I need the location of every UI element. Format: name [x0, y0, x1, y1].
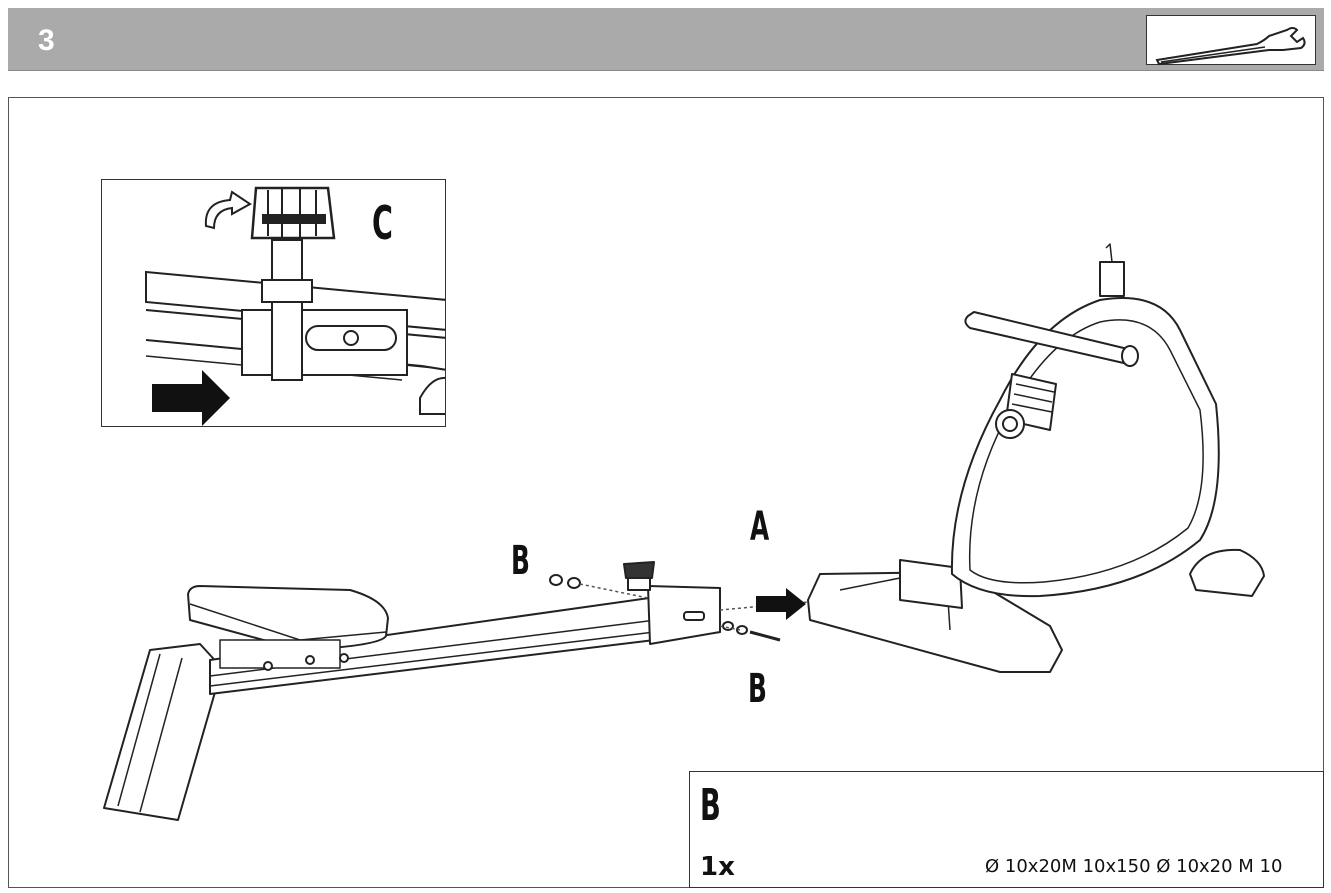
label-b-bottom: B	[748, 666, 767, 712]
header-bar: 3	[8, 8, 1324, 71]
tool-box	[1146, 15, 1316, 66]
inset-detail-c	[101, 179, 446, 427]
main-frame	[8, 97, 1324, 888]
wrench-icon	[1155, 27, 1306, 66]
push-arrow-icon	[756, 588, 806, 620]
label-c: C	[372, 196, 393, 250]
inset-drawing	[145, 186, 445, 426]
label-a: A	[750, 504, 770, 550]
push-arrow-icon	[152, 370, 230, 426]
parts-group-label: B	[700, 780, 721, 831]
parts-box: B 1x Ø 10x20M 10x150 Ø 10x20 M 10	[689, 771, 1324, 888]
parts-spec: Ø 10x20M 10x150 Ø 10x20 M 10	[985, 856, 1283, 877]
step-number: 3	[38, 24, 55, 57]
label-b-top: B	[511, 538, 530, 584]
rotate-arrow-icon	[204, 190, 252, 230]
parts-quantity: 1x	[700, 852, 735, 882]
